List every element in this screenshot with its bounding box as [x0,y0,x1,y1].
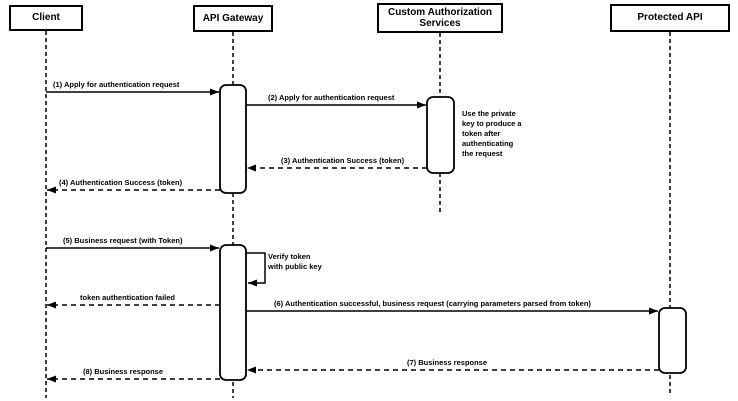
message-label-7: (7) Business response [407,358,488,367]
message-label-1: (1) Apply for authentication request [53,80,180,89]
participant-custom-authorization-services: Custom Authorization Services [377,3,503,33]
participant-client: Client [9,5,83,31]
participant-api-gateway: API Gateway [193,5,273,32]
participant-api-gateway-label: API Gateway [202,12,264,24]
participant-client-label: Client [32,12,60,24]
activation-api-gateway-auth [219,84,247,194]
message-label-4: (4) Authentication Success (token) [59,178,183,187]
activation-protected-api [658,307,687,374]
message-label-8: (8) Business response [83,367,164,376]
message-label-5: (5) Business request (with Token) [63,236,183,245]
activation-custom-authorization [426,96,455,174]
participant-protected-api-label: Protected API [637,12,703,24]
self-message-arrow [246,252,266,287]
note-private-key-text: Use the private key to produce a token a… [462,109,522,158]
message-label-6: (6) Authentication successful, business … [274,299,591,308]
message-label-3: (3) Authentication Success (token) [281,156,405,165]
message-label-2: (2) Apply for authentication request [268,93,395,102]
message-label-token-failed: token authentication failed [80,293,176,302]
activation-api-gateway-business [219,244,247,381]
self-message-label: Verify token with public key [268,252,322,271]
participant-protected-api: Protected API [610,4,730,32]
participant-custom-authorization-services-label: Custom Authorization Services [387,6,493,30]
